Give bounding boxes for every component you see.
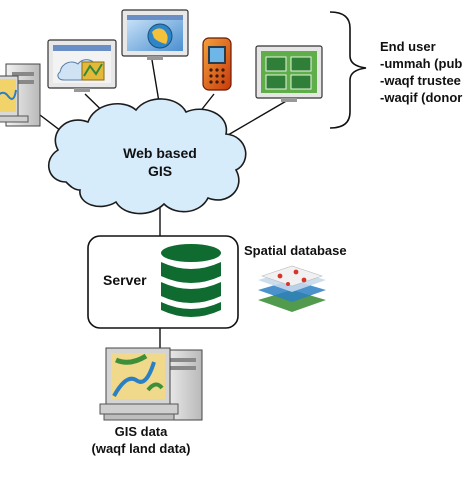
- end-user-item: -waqf trustee: [380, 73, 461, 88]
- end-user-item: -waqif (donor: [380, 90, 463, 105]
- end-user-title: End user: [380, 39, 436, 54]
- line-monitor-3: [227, 99, 289, 136]
- gis-data-label-line2: (waqf land data): [91, 441, 191, 456]
- gis-data-label: GIS data (waqf land data): [86, 423, 196, 457]
- mobile-phone-icon: [202, 37, 232, 91]
- monitor-1-icon: [47, 39, 117, 92]
- gis-data-pc-icon: [99, 347, 203, 421]
- cloud-label-line1: Web based: [123, 145, 197, 161]
- end-user-list: End user -ummah (pub -waqf trustee -waqi…: [380, 38, 462, 106]
- cloud-label-line2: GIS: [147, 163, 173, 179]
- monitor-2-icon: [121, 9, 189, 60]
- cloud-shape: [47, 98, 247, 215]
- cloud-label: Web based GIS: [112, 144, 208, 180]
- spatial-database-label: Spatial database: [244, 243, 347, 258]
- end-user-brace: [329, 11, 367, 129]
- gis-data-label-line1: GIS data: [114, 424, 168, 439]
- server-label: Server: [103, 272, 147, 288]
- monitor-3-icon: [255, 45, 323, 102]
- spatial-layers-icon: [258, 265, 326, 312]
- left-pc-icon: [0, 63, 41, 127]
- database-icon: [161, 244, 221, 317]
- end-user-item: -ummah (pub: [380, 56, 463, 71]
